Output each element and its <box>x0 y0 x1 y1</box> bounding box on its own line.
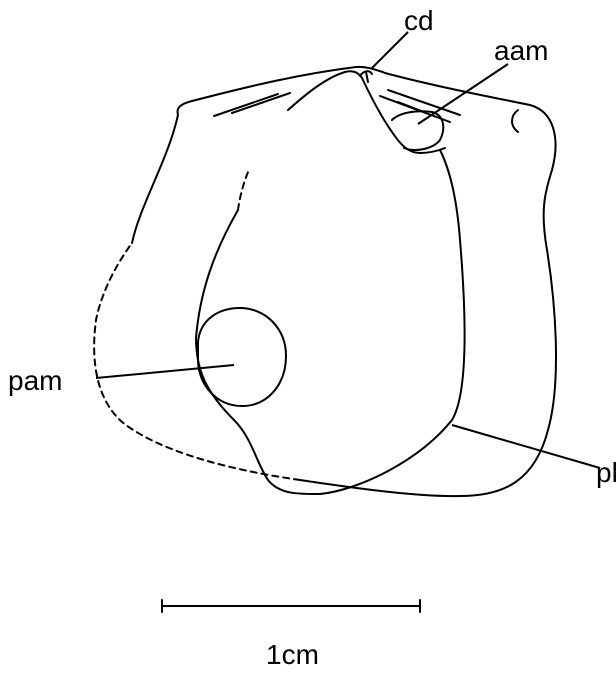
shell-outer-outline <box>132 67 556 496</box>
pl-leader-line <box>452 425 600 468</box>
hinge-ridge-5 <box>398 102 424 112</box>
cd-leader-line <box>372 32 408 68</box>
pallial-line <box>196 150 465 494</box>
aam-leader-line <box>418 64 508 124</box>
scale-bar: 1cm <box>162 600 420 670</box>
pam-leader-line <box>96 365 234 378</box>
label-pam: pam <box>8 365 62 396</box>
hinge-ridge-1 <box>214 94 278 116</box>
pallial-line-dashed <box>238 172 248 210</box>
label-pl: pl <box>596 457 616 488</box>
label-cd: cd <box>404 5 434 36</box>
hinge-curve <box>512 110 518 132</box>
scale-bar-label: 1cm <box>266 639 319 670</box>
label-aam: aam <box>494 35 548 66</box>
hinge-ridge-2 <box>232 93 290 113</box>
